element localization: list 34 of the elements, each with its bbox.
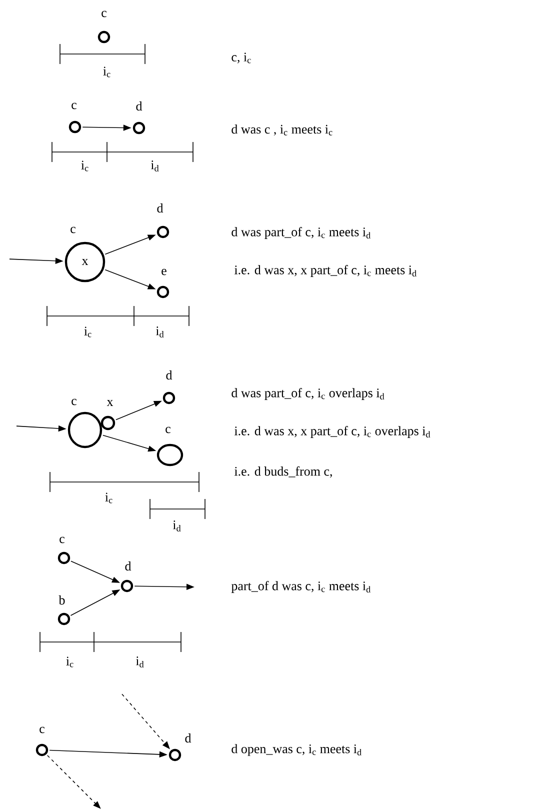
- interval-label: i$_{d}$: [136, 656, 144, 668]
- state-label: x: [106, 400, 114, 406]
- statement-text: i.e. d was x, x part_of c, i$_{c}$ meets i$_{d}$: [234, 265, 416, 277]
- statement-text: d was c , i$_{c}$ meets i$_{c}$: [232, 124, 332, 136]
- interval-label: i$_{c}$: [84, 326, 92, 338]
- arrow: [46, 754, 101, 809]
- interval-label: i$_{c}$: [66, 656, 74, 668]
- state-label: d: [166, 370, 172, 380]
- statement-text: i.e. d buds_from c,: [234, 466, 332, 478]
- interval-label: i$_{c}$: [103, 66, 110, 78]
- state-label: c: [72, 398, 76, 406]
- interval-label: i$_{d}$: [172, 520, 181, 532]
- state-label: b: [58, 595, 65, 605]
- interval-label: i$_{d}$: [156, 326, 164, 338]
- statement-text: i.e. d was x, x part_of c, i$_{c}$ overlaps i$_{d}$: [234, 426, 430, 438]
- state-label: e: [162, 268, 166, 276]
- interval-label: i$_{c}$: [81, 160, 88, 172]
- interval-label: i$_{d}$: [150, 160, 159, 172]
- state-label: c: [40, 726, 44, 734]
- interval-label: i$_{c}$: [105, 492, 112, 504]
- state-label: d: [125, 561, 132, 571]
- state-label: c: [102, 10, 106, 18]
- state-label: c: [70, 226, 76, 234]
- statement-text: d was part_of c, i$_{c}$ meets i$_{d}$: [232, 227, 370, 239]
- state-label: c: [72, 102, 76, 110]
- statement-text: d open_was c, i$_{c}$ meets i$_{d}$: [232, 744, 362, 756]
- state-label: c: [166, 426, 170, 434]
- statement-text: part_of d was c, i$_{c}$ meets i$_{d}$: [231, 581, 370, 593]
- state-label: d: [185, 733, 192, 743]
- state-label: d: [157, 203, 164, 213]
- state-label: d: [136, 101, 142, 111]
- state-label: c: [60, 536, 64, 544]
- statement-text: d was part_of c, i$_{c}$ overlaps i$_{d}$: [232, 388, 384, 400]
- statement-text: c, i$_{c}$: [232, 52, 251, 64]
